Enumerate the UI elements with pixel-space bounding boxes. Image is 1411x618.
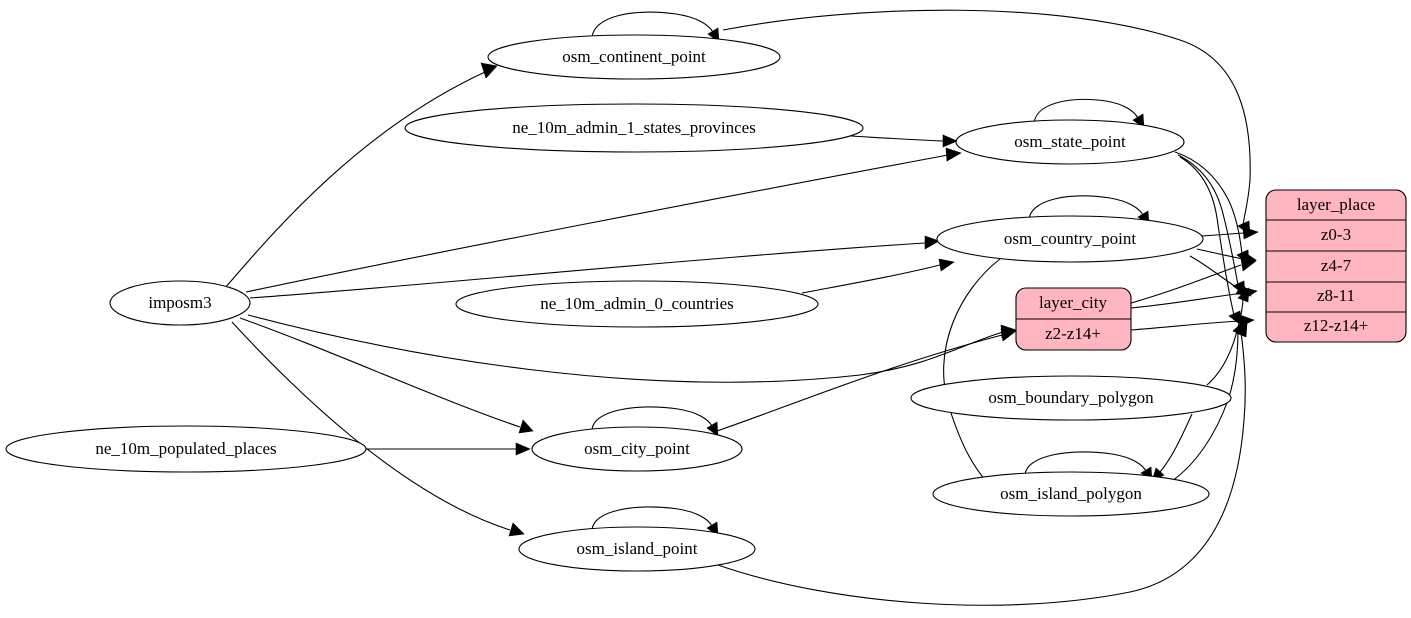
self-loop-osm_city_point [591,406,719,437]
edge-osm_country_point-to-osm_island_polygon [943,258,1001,491]
edge-ne_admin1-to-osm_state_point [850,134,958,148]
node-ne_10m_populated_places[interactable]: ne_10m_populated_places [5,425,367,473]
edge-imposm3-to-osm_country_point [249,235,940,299]
node-imposm3[interactable]: imposm3 [109,280,251,326]
edge-ne_populated-to-osm_city_point [366,442,531,456]
layer-node-layer_place[interactable]: layer_place z0-3 z4-7 z8-11 z12-z14+ [1265,189,1407,343]
edge-imposm3-to-osm_state_point [245,147,962,293]
node-osm_city_point[interactable]: osm_city_point [531,426,743,472]
edge-osm_boundary_polygon-to-osm_island_polygon [1151,413,1193,482]
node-osm_country_point[interactable]: osm_country_point [936,215,1204,263]
edge-layer_city-to-layer_place-z4-7 [1130,258,1257,304]
node-ne_10m_admin_1_states_provinces[interactable]: ne_10m_admin_1_states_provinces [404,103,864,153]
node-osm_state_point[interactable]: osm_state_point [955,119,1185,165]
edge-imposm3-to-osm_continent_point [224,62,498,289]
edge-osm_city_point-to-layer_city-z2-z14 [713,328,1017,433]
node-osm_continent_point[interactable]: osm_continent_point [487,34,781,80]
edge-osm_country_point-to-layer_place-z0-3 [1201,226,1259,240]
node-osm_island_point[interactable]: osm_island_point [518,526,756,572]
edge-imposm3-to-osm_island_point [231,321,525,537]
node-osm_island_polygon[interactable]: osm_island_polygon [932,471,1210,517]
edge-osm_boundary_polygon-to-layer_place-z8-11 [1206,287,1250,386]
node-osm_boundary_polygon[interactable]: osm_boundary_polygon [910,375,1232,421]
node-ne_10m_admin_0_countries[interactable]: ne_10m_admin_0_countries [455,280,819,328]
edge-osm_island_point-to-layer_place-z12-z14 [717,322,1248,606]
edge-imposm3-to-osm_city_point [239,317,534,434]
layer-node-layer_city[interactable]: layer_city z2-z14+ [1015,287,1132,351]
edge-ne_admin0-to-osm_country_point [801,258,955,294]
edge-layer [224,9,1259,606]
